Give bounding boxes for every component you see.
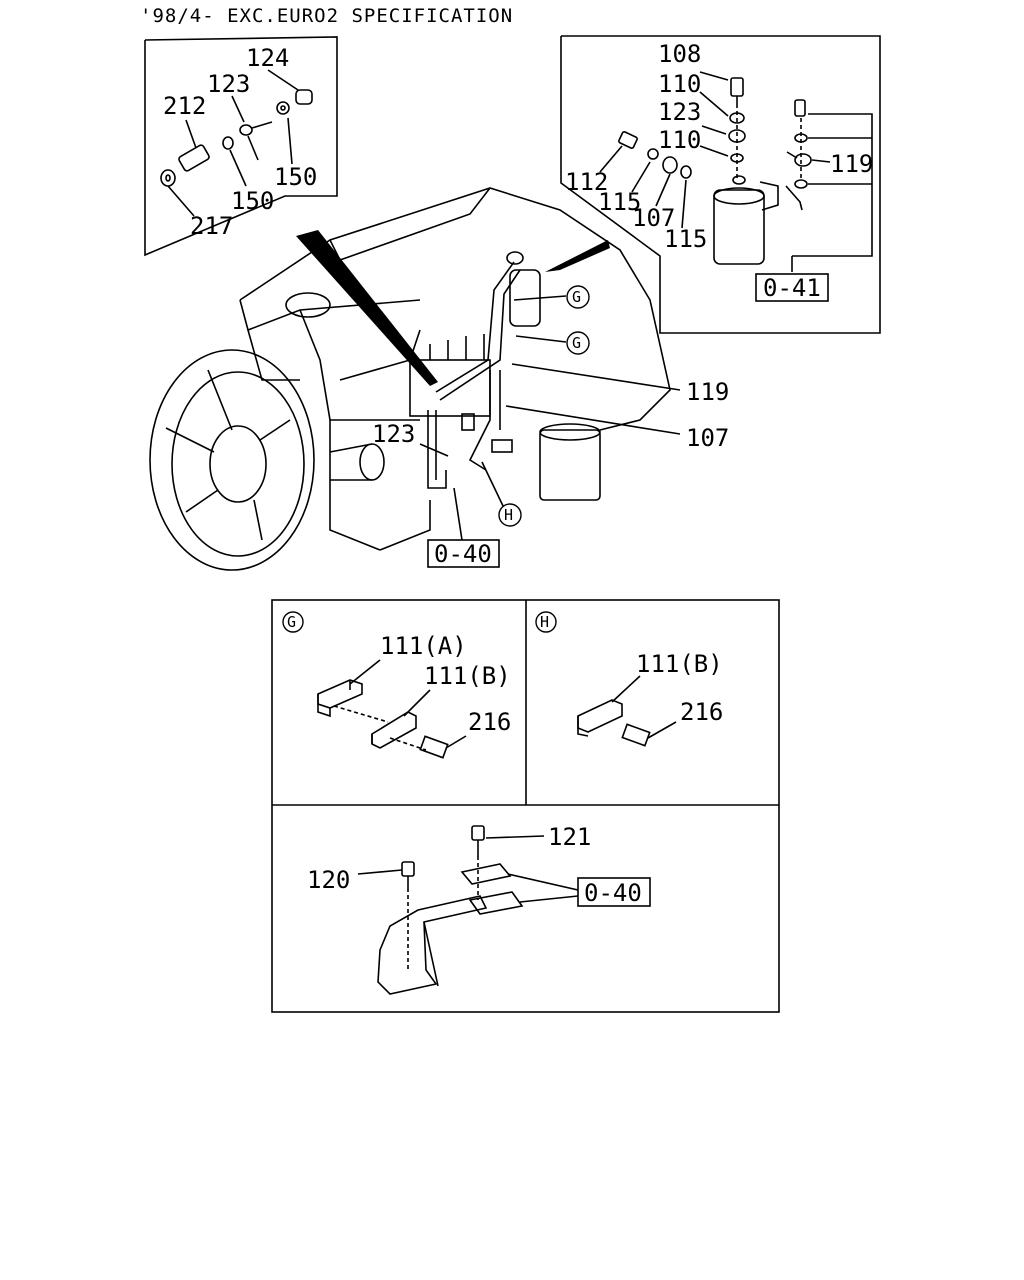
ref-box-0-40-detail <box>577 877 651 907</box>
marker-g-lower: G <box>572 334 581 352</box>
label-110-lower: 110 <box>658 126 701 154</box>
label-111a: 111(A) <box>380 632 467 660</box>
detail-g-tag: G <box>287 613 296 631</box>
detail-panel <box>271 599 780 1013</box>
diagram-title: '98/4- EXC.EURO2 SPECIFICATION <box>140 5 513 27</box>
ref-0-40-detail: 0-40 <box>584 879 642 907</box>
label-150-right: 150 <box>274 163 317 191</box>
label-111b: 111(B) <box>636 650 723 678</box>
label-212: 212 <box>163 92 206 120</box>
detail-h-labels: H 111(B) 216 <box>535 611 723 726</box>
circle-detail-h-tag <box>535 611 557 633</box>
ref-0-41: 0-41 <box>763 274 821 302</box>
label-110-upper: 110 <box>658 70 701 98</box>
label-216: 216 <box>468 708 511 736</box>
circle-detail-g-tag <box>282 611 304 633</box>
label-108: 108 <box>658 40 701 68</box>
inset-sensor-group <box>144 36 338 257</box>
detail-h-tag: H <box>540 613 549 631</box>
label-123: 123 <box>372 420 415 448</box>
circle-marker-h <box>498 503 522 527</box>
label-107: 107 <box>632 204 675 232</box>
detail-g-drawing <box>317 659 467 759</box>
detail-bottom-labels: 121 120 0-40 <box>307 823 651 907</box>
engine-drawing <box>149 187 681 571</box>
inset-sensor-labels: 124 123 212 150 150 217 <box>163 44 317 240</box>
label-111b: 111(B) <box>424 662 511 690</box>
circle-marker-g-lower <box>566 331 590 355</box>
label-121: 121 <box>548 823 591 851</box>
marker-g-upper: G <box>572 288 581 306</box>
detail-h-drawing <box>577 675 677 747</box>
label-217: 217 <box>190 212 233 240</box>
engine-labels: G G 119 107 123 H 0-40 <box>372 285 729 568</box>
label-216: 216 <box>680 698 723 726</box>
ref-box-0-41 <box>755 273 829 302</box>
label-115-left: 115 <box>598 188 641 216</box>
inset-filter-group <box>560 35 881 334</box>
label-150-left: 150 <box>231 187 274 215</box>
label-119: 119 <box>686 378 729 406</box>
label-112: 112 <box>565 168 608 196</box>
label-119: 119 <box>830 150 873 178</box>
label-123: 123 <box>658 98 701 126</box>
inset-filter-labels: 108 110 123 110 112 115 107 115 119 0-41 <box>565 40 873 302</box>
label-107: 107 <box>686 424 729 452</box>
circle-marker-g-upper <box>566 285 590 309</box>
label-124: 124 <box>246 44 289 72</box>
label-120: 120 <box>307 866 350 894</box>
detail-bottom-drawing <box>357 825 579 995</box>
label-123: 123 <box>207 70 250 98</box>
label-115-right: 115 <box>664 225 707 253</box>
ref-0-40: 0-40 <box>434 540 492 568</box>
marker-h: H <box>504 506 513 524</box>
detail-g-labels: G 111(A) 111(B) 216 <box>282 611 511 736</box>
ref-box-0-40 <box>427 539 500 568</box>
